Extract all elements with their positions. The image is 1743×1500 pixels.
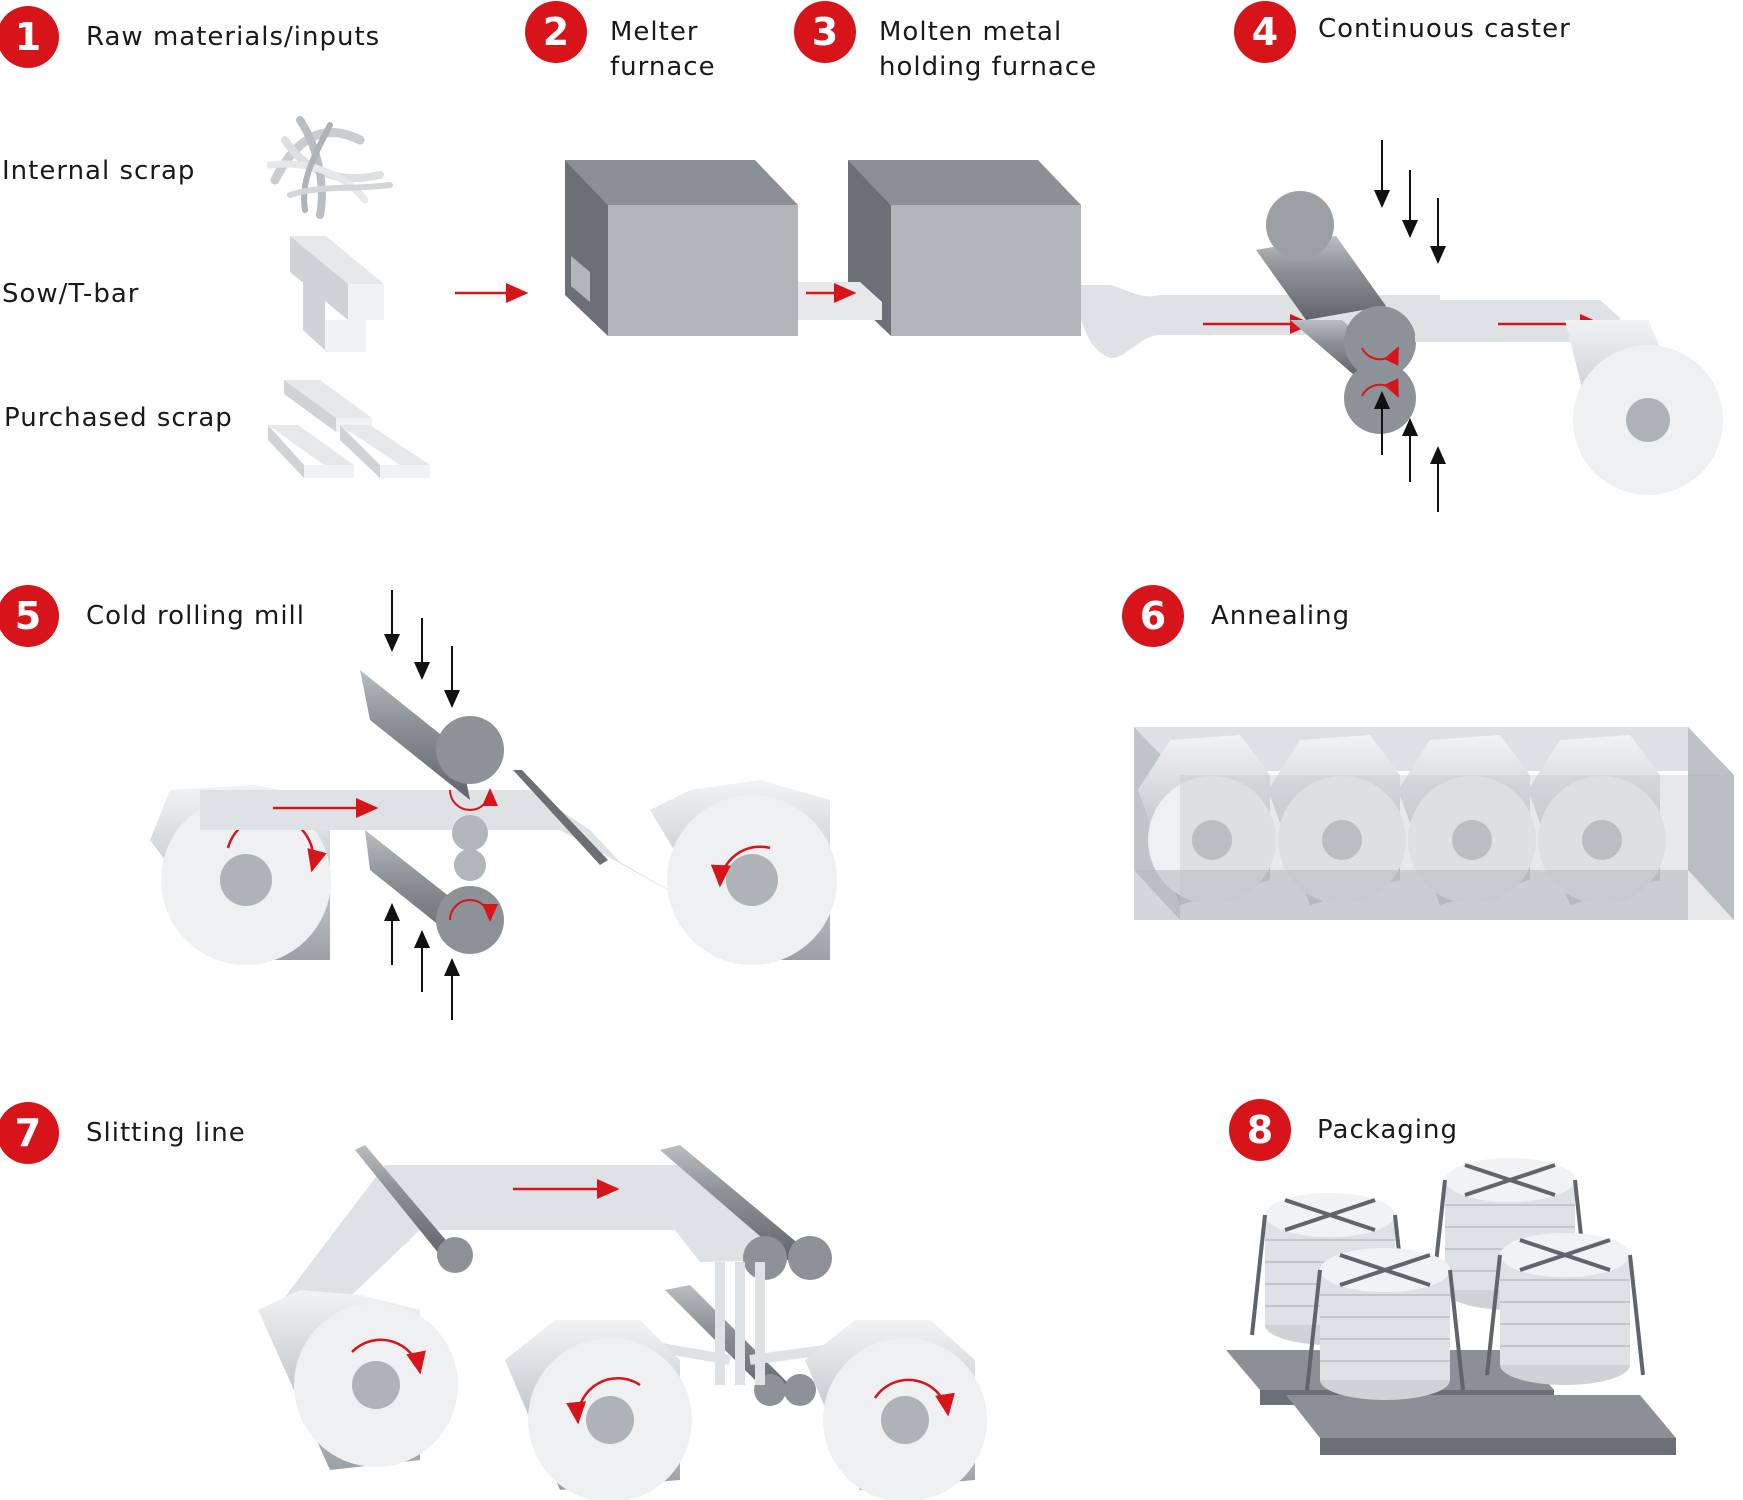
- step-badge-7: [0, 1102, 59, 1164]
- pressure-arrows-mill: [384, 590, 460, 1020]
- step-number-2: 2: [543, 10, 569, 54]
- input-label-purchased-scrap: Purchased scrap: [4, 403, 233, 433]
- step-number-3: 3: [812, 10, 838, 54]
- slitting-line: [258, 1145, 987, 1500]
- step-headings: 1 Raw materials/inputs 2 Melter furnace 3 Molt…: [0, 1, 1571, 1164]
- step-badge-5: [0, 585, 59, 647]
- holding-furnace: [848, 160, 1081, 336]
- t-bar-icon: [290, 236, 384, 352]
- ingot-stack-icon: [268, 380, 430, 478]
- step-number-8: 8: [1247, 1108, 1273, 1152]
- step-label-2-line-1: Melter: [610, 17, 699, 47]
- step-label-3-line-2: holding furnace: [879, 52, 1097, 82]
- annealing-furnace: [1134, 727, 1734, 920]
- input-label-internal-scrap: Internal scrap: [2, 156, 195, 186]
- step-number-4: 4: [1252, 10, 1278, 54]
- step-3: 3 Molten metal holding furnace: [794, 1, 1097, 82]
- input-label-sow-t-bar: Sow/T-bar: [2, 279, 139, 309]
- cold-rolling-mill: [150, 590, 837, 1020]
- packaged-coil-3: [1305, 1248, 1465, 1400]
- packaging-pallets: [1226, 1158, 1676, 1455]
- step-6: 6 Annealing: [1122, 585, 1350, 647]
- step-badge-3: [794, 1, 856, 63]
- step-4: 4 Continuous caster: [1234, 1, 1571, 63]
- step-label-1-line-1: Raw materials/inputs: [86, 22, 380, 52]
- step-label-7-line-1: Slitting line: [86, 1118, 246, 1148]
- step-label-4-line-1: Continuous caster: [1318, 14, 1571, 44]
- step-label-6-line-1: Annealing: [1211, 601, 1350, 631]
- step-number-1: 1: [15, 15, 41, 59]
- step-label-2-line-2: furnace: [610, 52, 716, 82]
- step-label-3-line-1: Molten metal: [879, 17, 1062, 47]
- step-label-8-line-1: Packaging: [1317, 1115, 1458, 1145]
- step-2: 2 Melter furnace: [525, 1, 716, 82]
- step-1: 1 Raw materials/inputs: [0, 6, 380, 68]
- step-8: 8 Packaging: [1229, 1099, 1458, 1161]
- melter-furnace: [565, 160, 798, 336]
- step-5: 5 Cold rolling mill: [0, 585, 305, 647]
- step-badge-2: [525, 1, 587, 63]
- step-badge-4: [1234, 1, 1296, 63]
- step-label-5-line-1: Cold rolling mill: [86, 601, 305, 631]
- inputs-group: Internal scrap Sow/T-bar Purchased scrap: [2, 116, 430, 478]
- step-badge-8: [1229, 1099, 1291, 1161]
- step-number-7: 7: [15, 1111, 41, 1155]
- scrap-pile-icon: [266, 116, 393, 219]
- packaged-coil-4: [1485, 1233, 1645, 1385]
- step-badge-1: [0, 6, 59, 68]
- continuous-caster: [1081, 140, 1723, 512]
- step-7: 7 Slitting line: [0, 1102, 246, 1164]
- step-number-6: 6: [1140, 594, 1166, 638]
- step-number-5: 5: [15, 594, 41, 638]
- step-badge-6: [1122, 585, 1184, 647]
- transfer-trough: [798, 282, 882, 320]
- pressure-arrows-caster: [1374, 140, 1446, 512]
